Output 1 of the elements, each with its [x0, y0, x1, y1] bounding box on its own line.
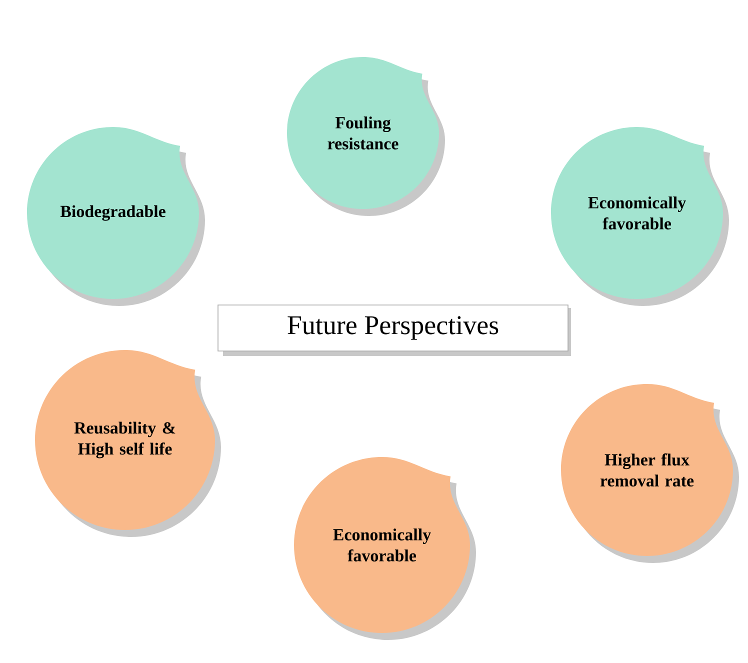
title-box: Future Perspectives — [218, 304, 571, 356]
